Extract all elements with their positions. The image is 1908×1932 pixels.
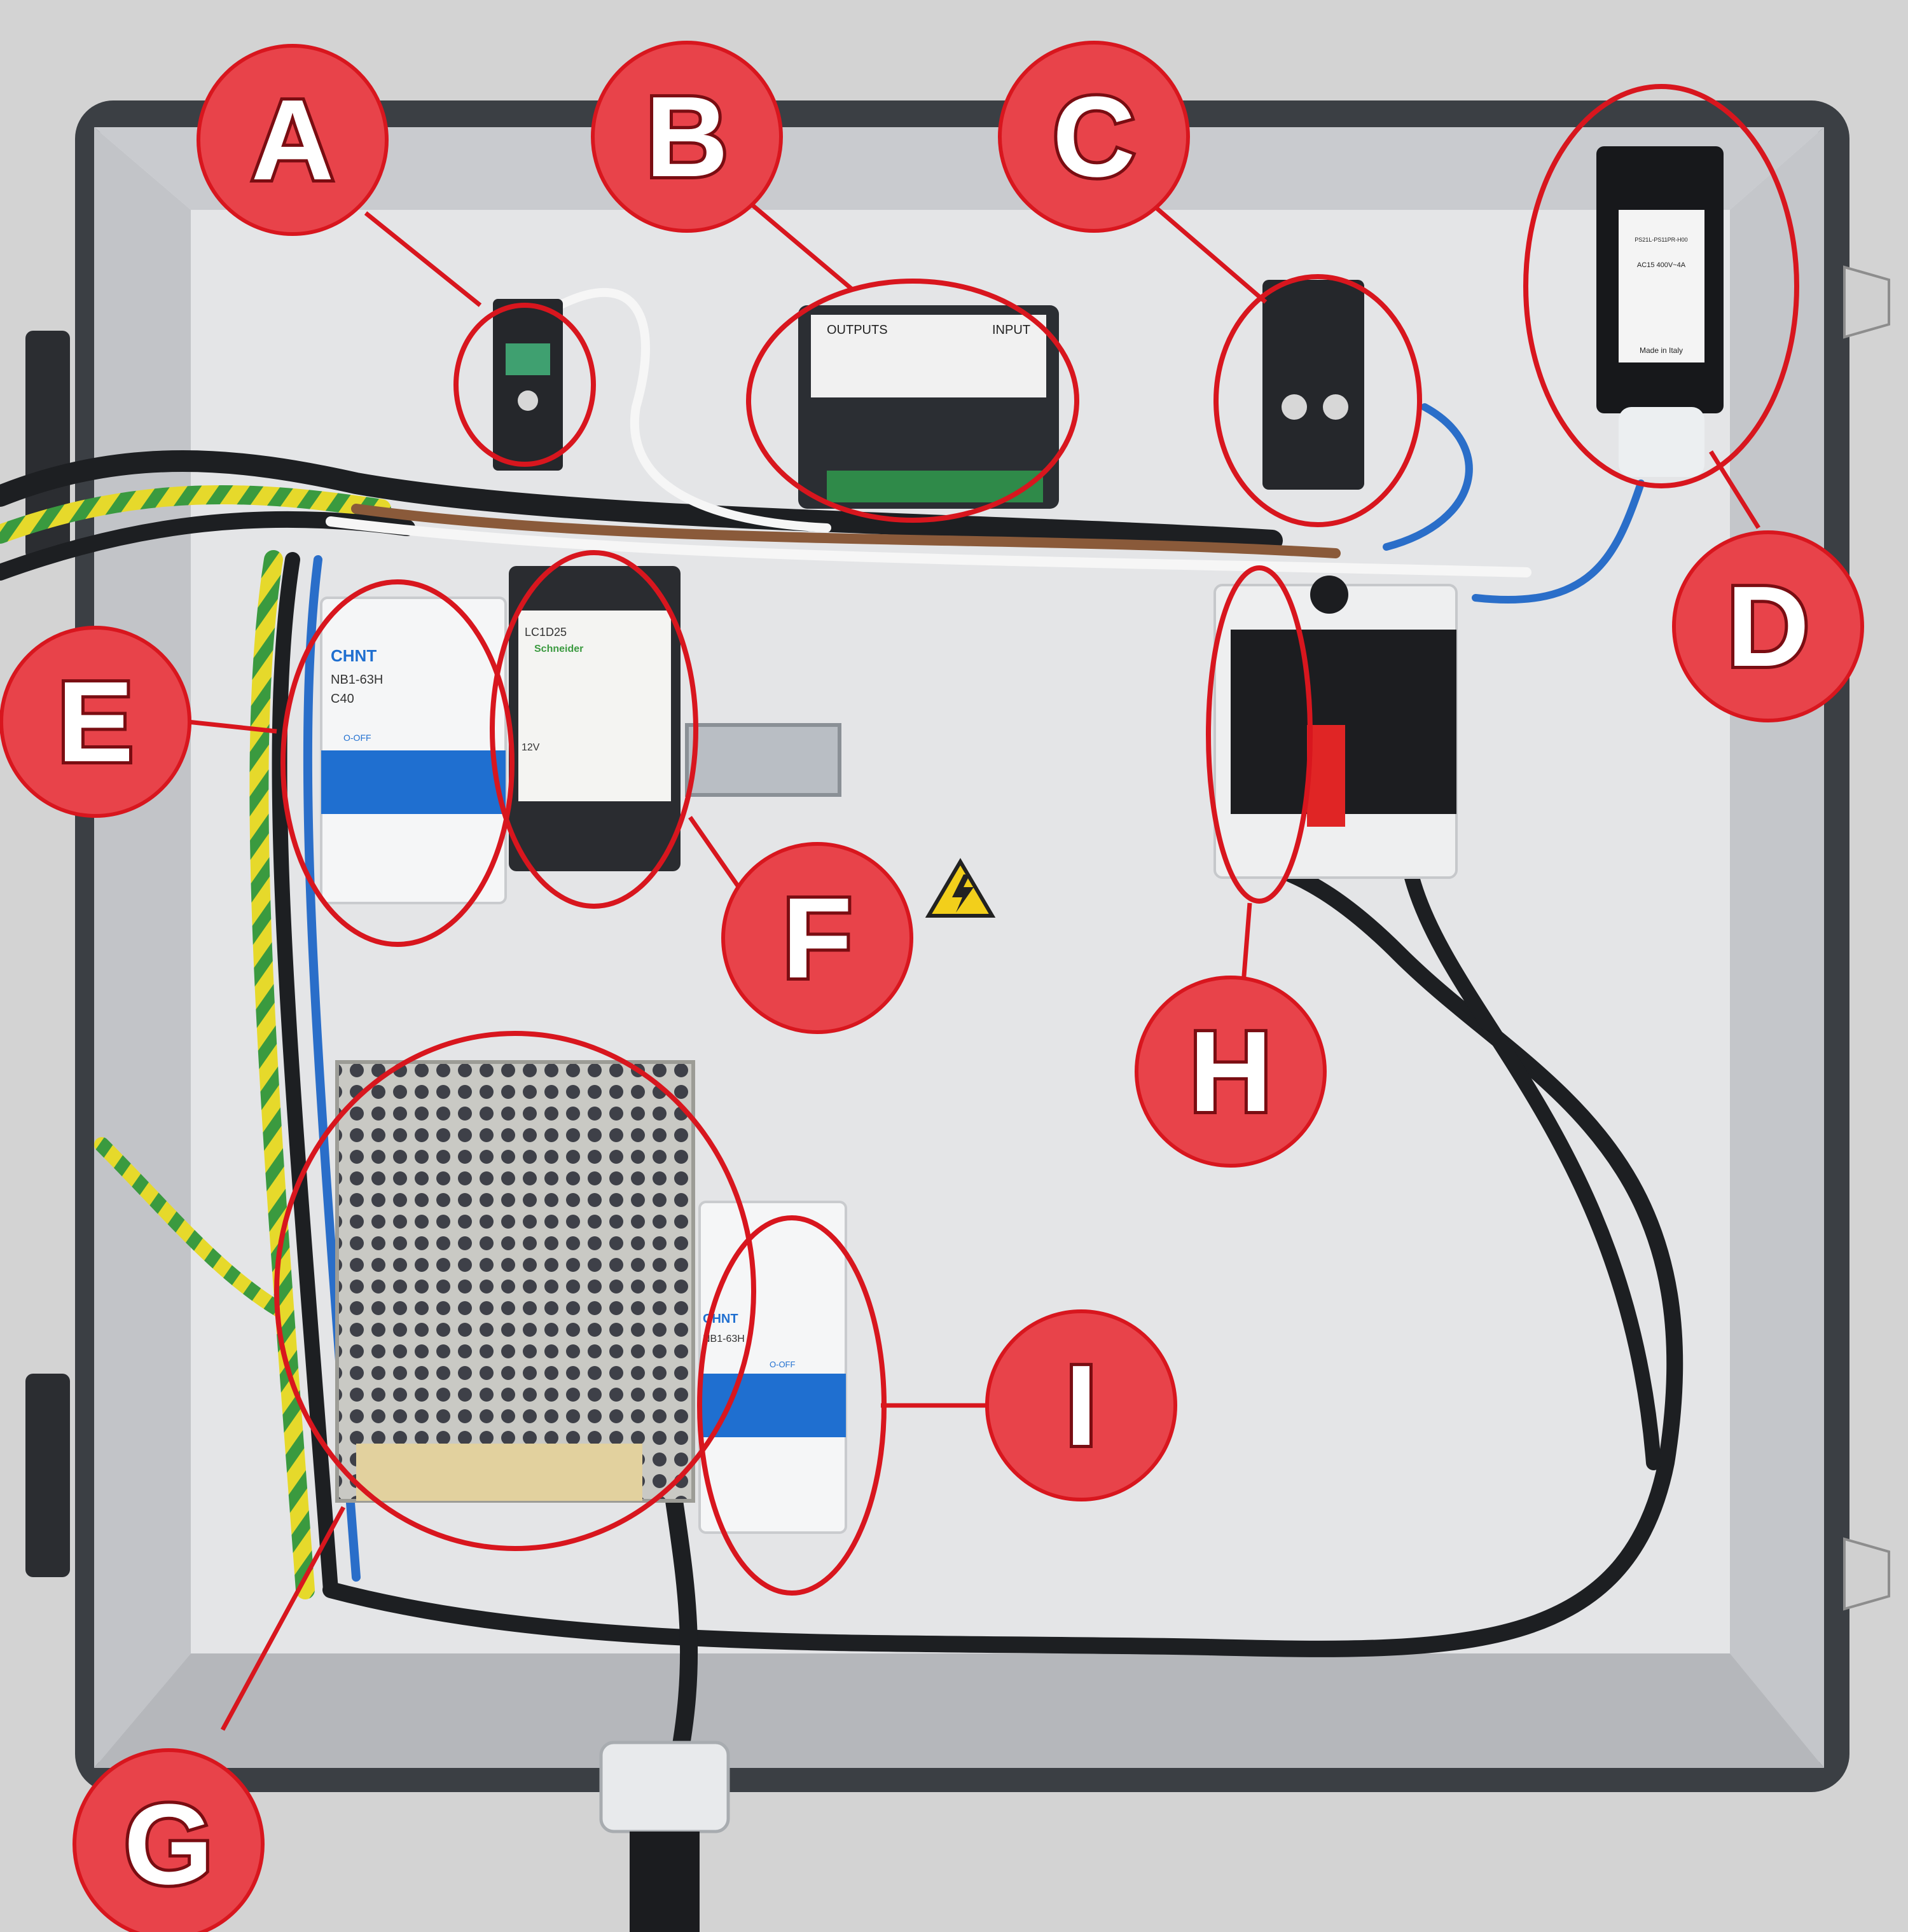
callout-f: F	[721, 842, 913, 1034]
callout-letter: C	[1053, 73, 1135, 201]
pushbutton-block-a	[493, 299, 563, 471]
small-breaker-i: CHNT NB1-63H O-OFF	[698, 1201, 847, 1534]
switch-block-c	[1262, 280, 1364, 490]
callout-letter: B	[646, 73, 728, 201]
limit-switch-model: PS21L-PS11PR-H00	[1635, 237, 1687, 243]
cable-glands	[599, 1741, 730, 1932]
callout-c: C	[998, 41, 1190, 233]
controller-outputs-label: OUTPUTS	[827, 323, 888, 337]
callout-circle	[721, 842, 913, 1034]
power-supply-g	[335, 1060, 695, 1503]
contactor-model: LC1D25	[525, 626, 567, 638]
main-breaker-brand: CHNT	[331, 646, 377, 665]
callout-i: I	[985, 1309, 1177, 1501]
callout-d: D	[1672, 530, 1864, 722]
callout-circle	[73, 1748, 265, 1932]
callout-badges: A B C D E F G H I	[0, 41, 1864, 1932]
callout-letter: H	[1189, 1008, 1272, 1136]
temperature-controller-b: OUTPUTS INPUT	[798, 305, 1059, 509]
callout-letter: F	[782, 874, 852, 1002]
limit-switch-origin: Made in Italy	[1640, 346, 1683, 355]
callout-a: A	[197, 44, 389, 236]
contactor-coil: 12V	[522, 742, 540, 753]
highlight-ellipses	[274, 84, 1799, 1596]
callout-letter: I	[1065, 1342, 1097, 1470]
small-breaker-model: NB1-63H	[703, 1334, 745, 1344]
callout-letter: E	[57, 658, 134, 786]
callout-circle	[1135, 976, 1327, 1168]
disconnect-switch-h	[1213, 576, 1458, 879]
hinges	[25, 265, 1890, 1611]
callout-letter: D	[1727, 563, 1809, 691]
callout-letter: A	[251, 76, 334, 204]
callout-h: H	[1135, 976, 1327, 1168]
callout-e: E	[0, 626, 191, 818]
small-breaker-state: O-OFF	[770, 1360, 795, 1369]
callout-circle	[0, 626, 191, 818]
contactor-f: LC1D25 Schneider 12V	[509, 566, 681, 871]
callout-circle	[985, 1309, 1177, 1501]
limit-switch-spec: AC15 400V~4A	[1637, 261, 1686, 269]
contactor-brand: Schneider	[534, 644, 583, 654]
main-breaker-rating: C40	[331, 692, 354, 706]
callout-b: B	[591, 41, 783, 233]
main-breaker-e: CHNT NB1-63H C40 O-OFF	[320, 597, 507, 904]
main-breaker-state: O-OFF	[343, 733, 371, 743]
controller-input-label: INPUT	[992, 323, 1030, 337]
callout-circle	[197, 44, 389, 236]
main-breaker-model: NB1-63H	[331, 673, 383, 687]
callout-letter: G	[124, 1781, 213, 1908]
callout-g: G	[73, 1748, 265, 1932]
callout-circle	[1672, 530, 1864, 722]
limit-switch-d: PS21L-PS11PR-H00 AC15 400V~4A Made in It…	[1596, 146, 1724, 477]
callout-circle	[591, 41, 783, 233]
din-rail	[685, 723, 841, 797]
callout-circle	[998, 41, 1190, 233]
warning-icon	[925, 858, 996, 918]
